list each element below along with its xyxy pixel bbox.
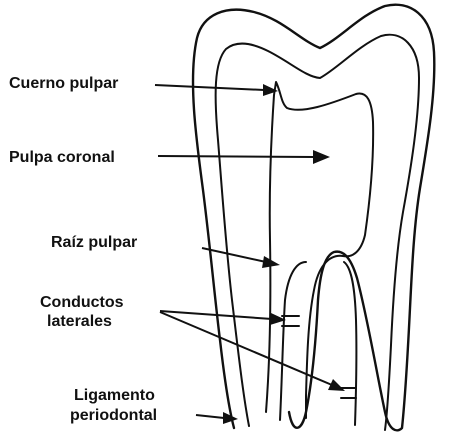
- annotation-lateral-canals: Conductos laterales: [40, 294, 345, 391]
- root-pulp-label: Raíz pulpar: [51, 234, 137, 251]
- coronal-pulp-leader: [158, 156, 314, 157]
- annotation-periodontal-ligament: Ligamento periodontal: [70, 387, 238, 424]
- right-canal-inner-wall: [344, 262, 356, 425]
- left-canal-inner-wall: [280, 262, 306, 420]
- lateral-canals-label-line1: Conductos: [40, 294, 124, 311]
- lateral-canals-leader-lower: [160, 312, 332, 385]
- periodontal-ligament-leader: [196, 415, 224, 418]
- annotation-root-pulp: Raíz pulpar: [51, 234, 280, 268]
- coronal-pulp-label: Pulpa coronal: [9, 149, 115, 166]
- tooth-outer-outline: [193, 5, 434, 431]
- annotation-coronal-pulp: Pulpa coronal: [9, 149, 330, 166]
- periodontal-ligament-label-line2: periodontal: [70, 407, 157, 424]
- tooth-dentin-outline: [216, 35, 419, 430]
- tooth-drawing: [193, 5, 434, 431]
- lateral-canals-label-line2: laterales: [47, 313, 112, 330]
- coronal-pulp-arrowhead: [313, 150, 330, 164]
- annotation-pulp-horn: Cuerno pulpar: [9, 75, 278, 96]
- lateral-canals-arrowhead-lower: [328, 379, 345, 391]
- pulp-horn-leader: [155, 85, 264, 90]
- pulp-horn-label: Cuerno pulpar: [9, 75, 118, 92]
- periodontal-ligament-label-line1: Ligamento: [74, 387, 155, 404]
